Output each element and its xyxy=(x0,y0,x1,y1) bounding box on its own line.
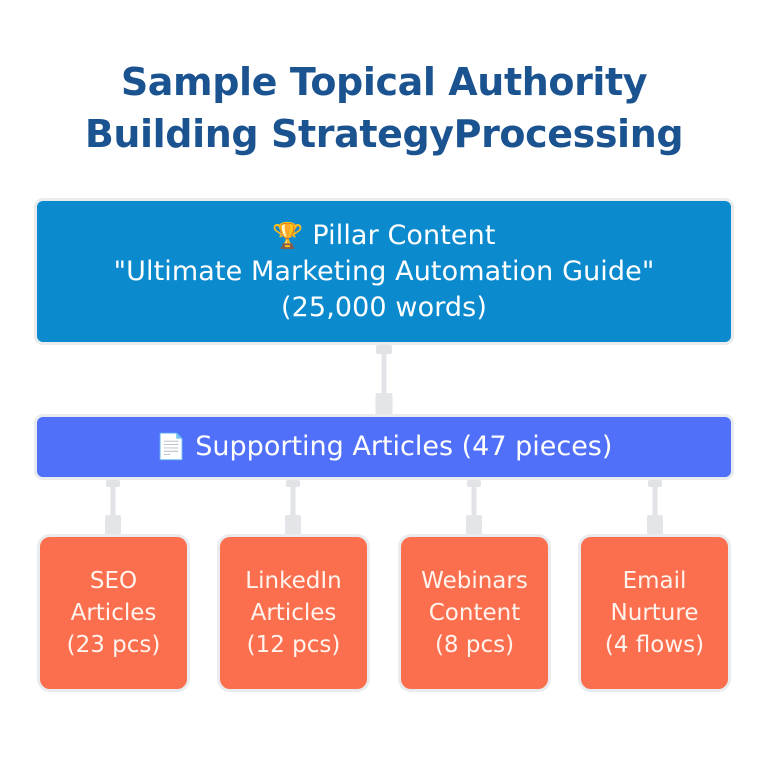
node-linkedin-articles-text: LinkedIn Articles (12 pcs) xyxy=(245,565,341,661)
node-email-nurture[interactable]: Email Nurture (4 flows) xyxy=(578,534,731,692)
node-pillar-content-heading: 🏆 Pillar Content xyxy=(114,218,655,254)
node-pillar-content-detail: (25,000 words) xyxy=(281,291,487,323)
node-webinars-content-count: (8 pcs) xyxy=(434,632,515,658)
connector-cap-top xyxy=(286,480,300,487)
node-supporting-articles-label: Supporting Articles (47 pieces) xyxy=(195,431,613,462)
node-linkedin-articles-line-2: Articles xyxy=(250,600,337,626)
node-email-nurture-count: (4 flows) xyxy=(604,632,705,658)
document-icon: 📄 xyxy=(155,432,187,461)
page-title-line-1: Sample Topical Authority xyxy=(120,60,648,104)
node-email-nurture-line-2: Nurture xyxy=(610,600,699,626)
connector-stem xyxy=(110,480,116,535)
connector-cap-top xyxy=(106,480,120,487)
connector-cap-top xyxy=(648,480,662,487)
node-seo-articles-line-2: Articles xyxy=(70,600,157,626)
connector-cap-bottom xyxy=(375,393,393,415)
connector-cap-bottom xyxy=(647,515,663,535)
node-pillar-content[interactable]: 🏆 Pillar Content "Ultimate Marketing Aut… xyxy=(34,198,734,345)
connector-cap-bottom xyxy=(285,515,301,535)
node-webinars-content-line-1: Webinars xyxy=(421,568,528,594)
node-email-nurture-line-1: Email xyxy=(622,568,687,594)
node-seo-articles-line-1: SEO xyxy=(89,568,138,594)
connector-stem xyxy=(290,480,296,535)
trophy-icon: 🏆 xyxy=(272,220,304,250)
node-webinars-content-text: Webinars Content (8 pcs) xyxy=(421,565,528,661)
node-email-nurture-text: Email Nurture (4 flows) xyxy=(605,565,704,661)
connector-cap-bottom xyxy=(105,515,121,535)
node-linkedin-articles[interactable]: LinkedIn Articles (12 pcs) xyxy=(217,534,370,692)
connector-cap-bottom xyxy=(466,515,482,535)
node-seo-articles-text: SEO Articles (23 pcs) xyxy=(67,565,161,661)
node-webinars-content-line-2: Content xyxy=(428,600,521,626)
connector-cap-top xyxy=(467,480,481,487)
node-pillar-content-text: 🏆 Pillar Content "Ultimate Marketing Aut… xyxy=(114,218,655,326)
connector-cap-top xyxy=(376,345,392,354)
node-pillar-content-subtitle: "Ultimate Marketing Automation Guide" xyxy=(113,255,655,287)
node-pillar-content-label: Pillar Content xyxy=(312,219,496,251)
node-webinars-content[interactable]: Webinars Content (8 pcs) xyxy=(398,534,551,692)
node-supporting-articles[interactable]: 📄 Supporting Articles (47 pieces) xyxy=(34,414,734,480)
node-seo-articles[interactable]: SEO Articles (23 pcs) xyxy=(37,534,190,692)
connector-stem xyxy=(471,480,477,535)
node-linkedin-articles-line-1: LinkedIn xyxy=(245,568,342,594)
page-title-line-2: Building StrategyProcessing xyxy=(84,112,684,156)
connector-stem xyxy=(381,345,387,415)
connector-stem xyxy=(652,480,658,535)
node-supporting-articles-text: 📄 Supporting Articles (47 pieces) xyxy=(156,430,613,464)
node-linkedin-articles-count: (12 pcs) xyxy=(246,632,341,658)
page-title: Sample Topical Authority Building Strate… xyxy=(0,56,768,160)
node-seo-articles-count: (23 pcs) xyxy=(66,632,161,658)
